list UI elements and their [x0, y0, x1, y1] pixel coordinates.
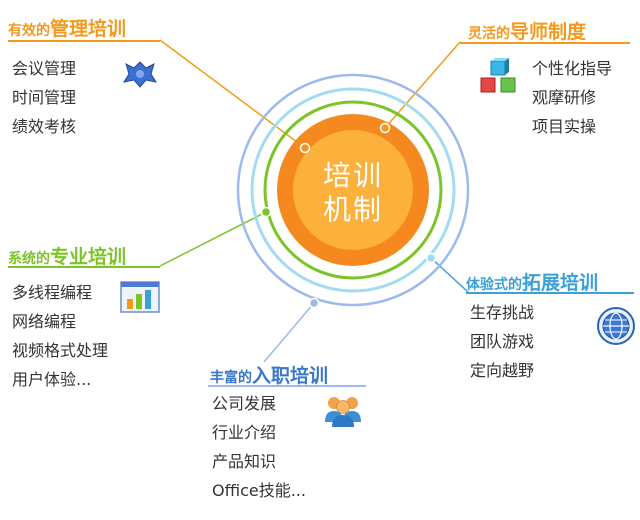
people-icon	[325, 397, 361, 427]
underline-onboarding	[208, 385, 366, 387]
list-expansion: 生存挑战 团队游戏 定向越野	[470, 298, 534, 385]
ring-outer	[236, 73, 470, 307]
title-main: 管理培训	[50, 18, 127, 40]
connector-expansion	[430, 257, 469, 293]
list-item: 绩效考核	[12, 117, 77, 136]
list-item: 观摩研修	[532, 88, 597, 107]
center-line-2: 机制	[322, 193, 383, 226]
bar-chart-icon	[120, 281, 160, 313]
puzzle-piece-icon	[122, 61, 158, 88]
underline-effective	[8, 40, 160, 42]
list-item: 生存挑战	[470, 303, 535, 322]
section-title-onboarding: 丰富的入职培训	[210, 361, 328, 388]
underline-mentor	[460, 42, 630, 44]
center-label: 培训 机制	[303, 159, 403, 227]
globe-icon	[597, 307, 635, 345]
center-line-1: 培训	[322, 159, 383, 192]
list-item: 个性化指导	[532, 59, 613, 78]
title-main: 导师制度	[510, 21, 587, 43]
core-inner	[293, 130, 413, 250]
list-item: 视频格式处理	[12, 341, 109, 360]
list-mentor: 个性化指导 观摩研修 项目实操	[532, 54, 612, 141]
list-item: 多线程编程	[12, 283, 93, 302]
list-item: 公司发展	[212, 394, 277, 413]
cubes-icon	[480, 58, 516, 93]
list-item: 行业介绍	[212, 423, 277, 442]
section-title-professional: 系统的专业培训	[8, 242, 126, 269]
list-effective: 会议管理 时间管理 绩效考核	[12, 54, 76, 141]
section-title-expansion: 体验式的拓展培训	[466, 268, 598, 295]
connector-effective	[159, 39, 306, 149]
title-prefix: 丰富的	[210, 370, 252, 386]
section-title-effective: 有效的管理培训	[8, 14, 126, 41]
list-item: 团队游戏	[470, 332, 535, 351]
list-item: 项目实操	[532, 117, 597, 136]
connector-onboarding	[263, 302, 315, 363]
list-onboarding: 公司发展 行业介绍 产品知识 Office技能...	[212, 389, 306, 505]
dot-mentor	[379, 122, 391, 134]
ring-light-blue	[250, 87, 456, 293]
underline-expansion	[466, 292, 634, 294]
title-prefix: 体验式的	[466, 277, 522, 293]
title-prefix: 系统的	[8, 251, 50, 267]
list-professional: 多线程编程 网络编程 视频格式处理 用户体验...	[12, 278, 108, 394]
list-item: Office技能...	[212, 481, 306, 500]
section-title-mentor: 灵活的导师制度	[468, 17, 586, 44]
title-prefix: 灵活的	[468, 26, 510, 42]
underline-professional	[8, 266, 160, 268]
connector-professional	[159, 211, 267, 267]
ring-green	[263, 100, 443, 280]
title-prefix: 有效的	[8, 23, 50, 39]
list-item: 时间管理	[12, 88, 77, 107]
list-item: 定向越野	[470, 361, 535, 380]
list-item: 网络编程	[12, 312, 77, 331]
dot-onboarding	[308, 297, 320, 309]
title-main: 拓展培训	[522, 272, 599, 294]
list-item: 用户体验...	[12, 370, 92, 389]
title-main: 入职培训	[252, 365, 329, 387]
list-item: 产品知识	[212, 452, 277, 471]
dot-expansion	[425, 252, 437, 264]
title-main: 专业培训	[50, 246, 127, 268]
dot-effective	[299, 142, 311, 154]
dot-professional	[260, 206, 272, 218]
list-item: 会议管理	[12, 59, 77, 78]
